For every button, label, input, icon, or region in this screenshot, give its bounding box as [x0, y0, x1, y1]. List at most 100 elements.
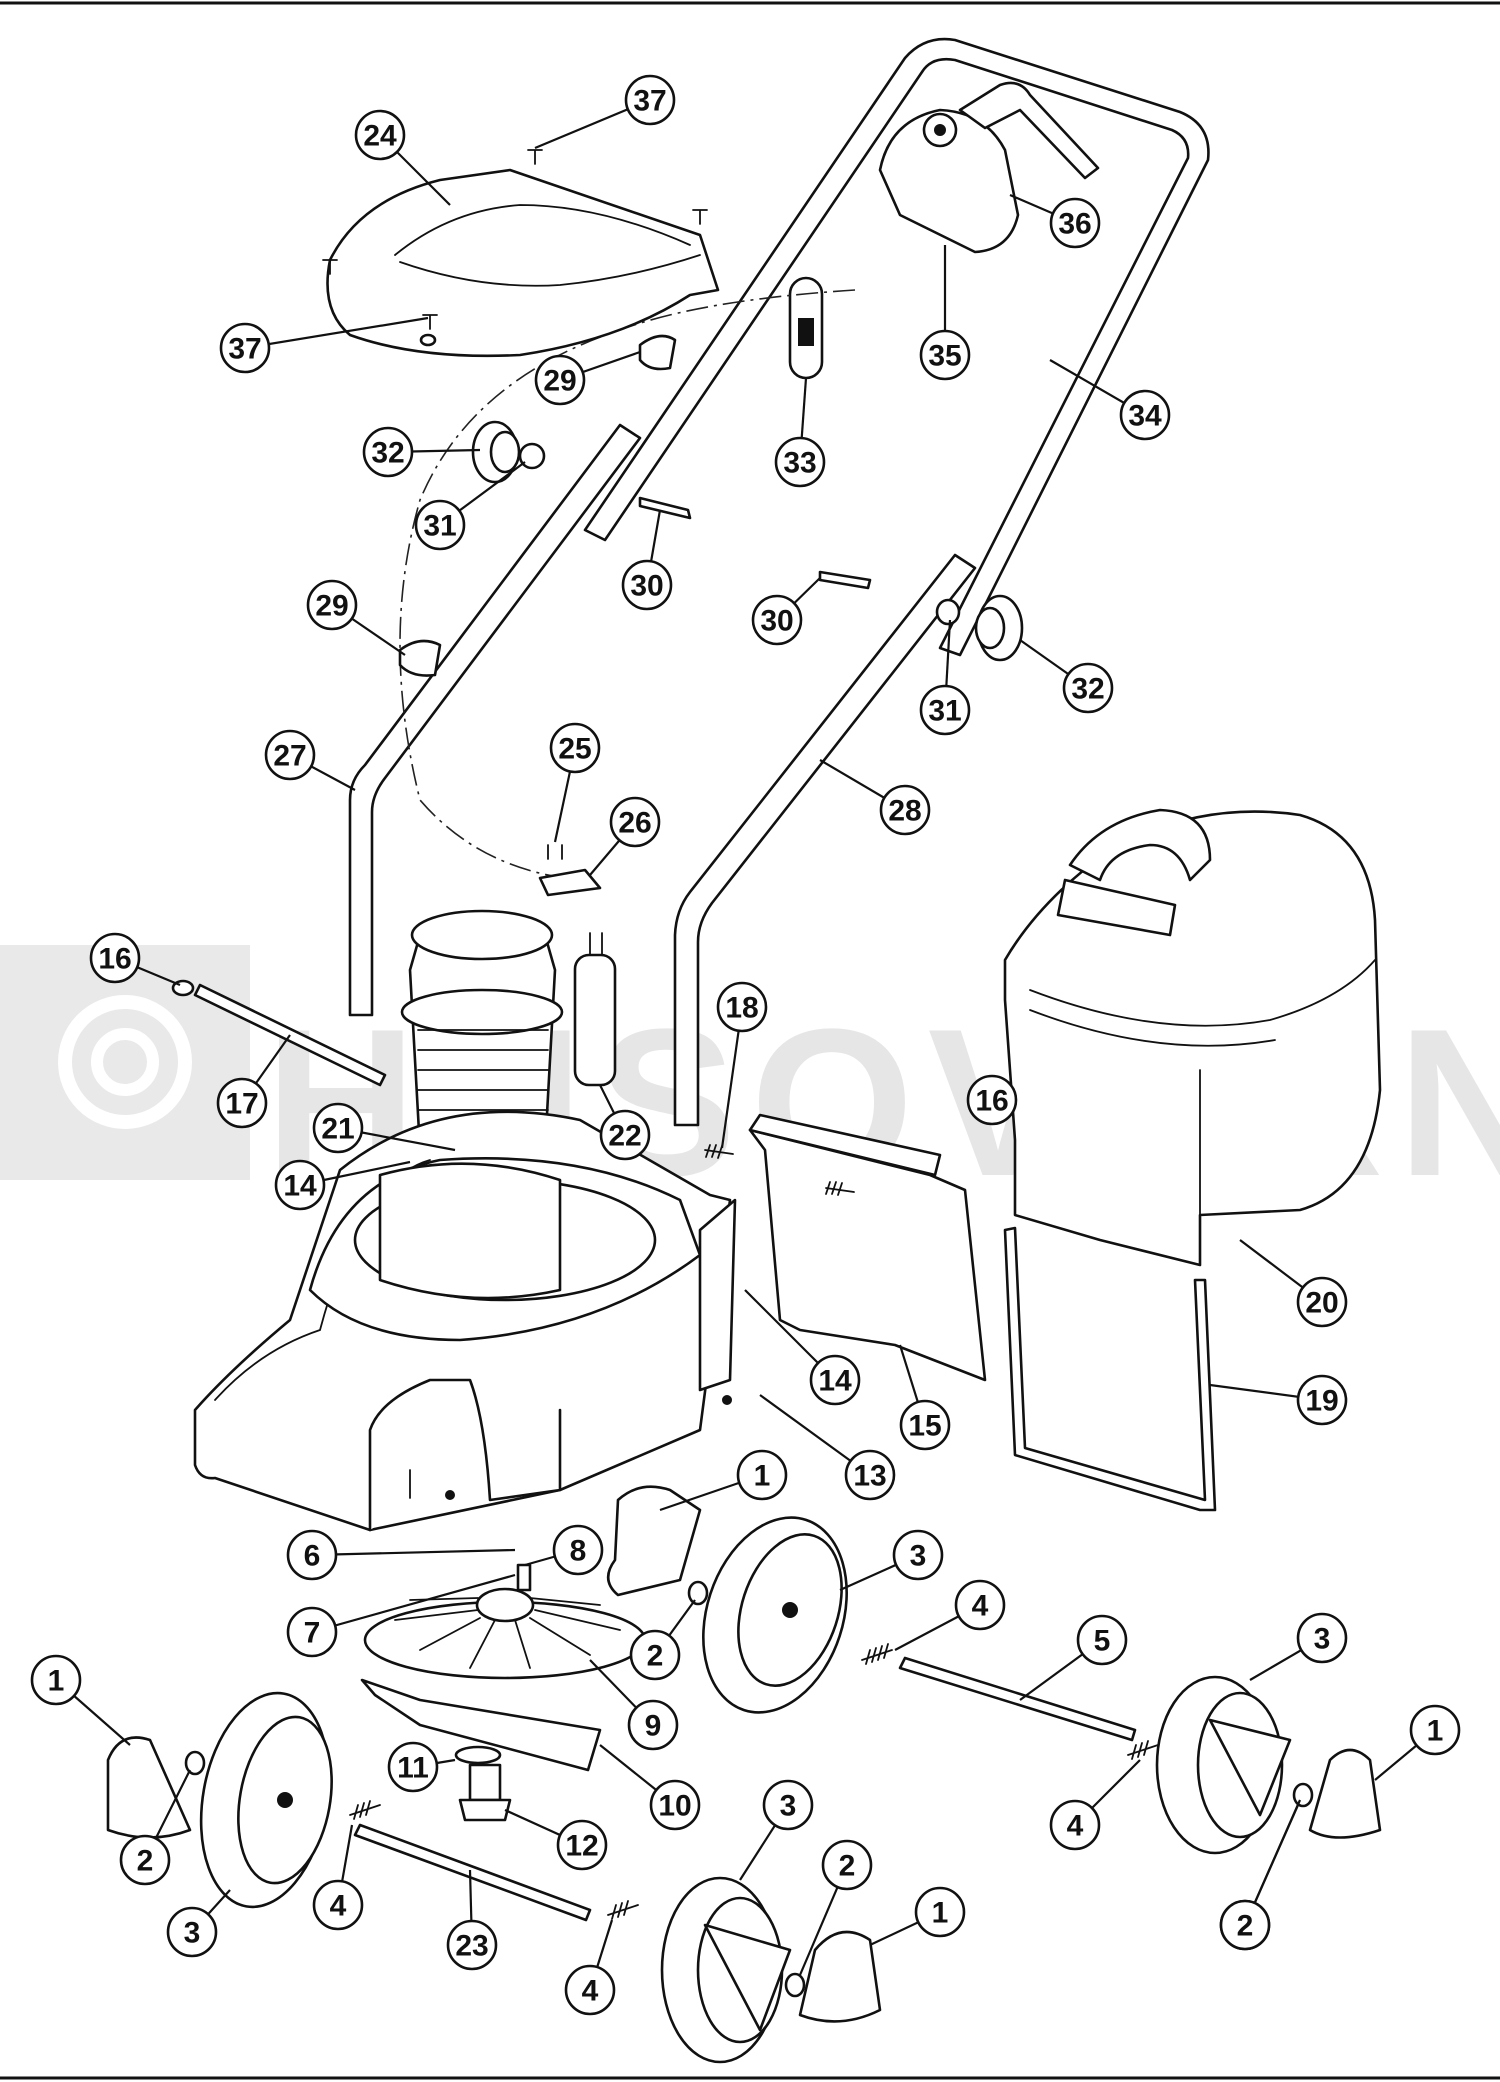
callout-1: 1: [736, 1449, 788, 1501]
callout-10: 10: [649, 1779, 701, 1831]
callout-3: 3: [166, 1906, 218, 1958]
cable-clip: [788, 276, 824, 380]
callout-circle: [219, 322, 271, 374]
handle-knob-left: [471, 420, 546, 484]
callout-circle: [564, 1964, 616, 2016]
callout-11: 11: [387, 1741, 439, 1793]
callout-17: 17: [216, 1077, 268, 1129]
leader-line-7: [311, 1573, 516, 1634]
callout-circle: [1296, 1276, 1348, 1328]
callout-circle: [1076, 1614, 1128, 1666]
callout-circle: [919, 329, 971, 381]
blade: [360, 1678, 602, 1772]
callout-number: 1: [932, 1897, 949, 1930]
callout-circle: [362, 426, 414, 478]
callout-4: 4: [564, 1964, 616, 2016]
callout-14: 14: [274, 1159, 326, 1211]
wheel-d: [660, 1876, 792, 2064]
callout-5: 5: [1076, 1614, 1128, 1666]
callout-circle: [774, 436, 826, 488]
callout-number: 7: [304, 1617, 321, 1650]
callout-number: 33: [783, 447, 816, 480]
capacitor: [573, 932, 617, 1087]
callout-number: 12: [565, 1830, 598, 1863]
callout-circle: [762, 1779, 814, 1831]
callout-circle: [751, 594, 803, 646]
callout-number: 2: [137, 1845, 154, 1878]
callout-circle: [919, 684, 971, 736]
callout-circle: [119, 1834, 171, 1886]
callout-number: 6: [304, 1540, 321, 1573]
callout-number: 22: [608, 1120, 641, 1153]
callout-number: 32: [1071, 673, 1104, 706]
callout-number: 37: [633, 85, 666, 118]
callout-number: 16: [975, 1085, 1008, 1118]
callout-circle: [387, 1741, 439, 1793]
callout-number: 32: [371, 437, 404, 470]
callout-number: 37: [228, 333, 261, 366]
callout-number: 31: [423, 510, 456, 543]
motor-cover: [326, 168, 720, 358]
callout-number: 3: [910, 1540, 927, 1573]
callout-number: 21: [321, 1113, 354, 1146]
callout-circle: [624, 74, 676, 126]
callout-28: 28: [879, 784, 931, 836]
callout-circle: [549, 722, 601, 774]
callout-32: 32: [362, 426, 414, 478]
wheel-b: [1155, 1675, 1292, 1855]
callout-24: 24: [354, 109, 406, 161]
callout-number: 25: [558, 733, 591, 766]
callout-number: 9: [645, 1710, 662, 1743]
callout-circle: [1296, 1374, 1348, 1426]
callout-33: 33: [774, 436, 826, 488]
callout-circle: [954, 1579, 1006, 1631]
callout-circle: [1049, 1799, 1101, 1851]
callout-circle: [821, 1839, 873, 1891]
callout-number: 1: [1427, 1715, 1444, 1748]
callout-number: 30: [630, 570, 663, 603]
cable-clamp: [538, 844, 602, 897]
callout-34: 34: [1119, 389, 1171, 441]
callout-circle: [736, 1449, 788, 1501]
callout-circle: [627, 1699, 679, 1751]
callout-circle: [286, 1529, 338, 1581]
flap-spring: [704, 1144, 855, 1196]
callout-circle: [30, 1654, 82, 1706]
callout-number: 16: [98, 943, 131, 976]
hubcap: [106, 1485, 1382, 2023]
callout-circle: [264, 729, 316, 781]
screw-37: [322, 149, 708, 330]
right-lower-handle: [673, 553, 977, 1127]
callout-13: 13: [844, 1449, 896, 1501]
bolt-30: [638, 496, 872, 590]
callout-circle: [166, 1906, 218, 1958]
callout-32: 32: [1062, 662, 1114, 714]
callout-number: 28: [888, 795, 921, 828]
callout-36: 36: [1049, 197, 1101, 249]
callout-16: 16: [966, 1074, 1018, 1126]
callout-circle: [286, 1606, 338, 1658]
callout-12: 12: [556, 1819, 608, 1871]
callout-circle: [274, 1159, 326, 1211]
callout-circle: [446, 1919, 498, 1971]
callout-circle: [899, 1399, 951, 1451]
callout-2: 2: [629, 1629, 681, 1681]
callout-30: 30: [751, 594, 803, 646]
watermark-logo: [0, 945, 250, 1180]
callout-number: 2: [1237, 1910, 1254, 1943]
callout-number: 4: [582, 1975, 599, 2008]
callout-number: 11: [397, 1752, 429, 1785]
callout-circle: [216, 1077, 268, 1129]
fan: [363, 1587, 647, 1680]
axle-spring: [349, 1643, 1159, 1920]
callout-30: 30: [621, 559, 673, 611]
callout-2: 2: [119, 1834, 171, 1886]
front-axle-rod-2: [353, 1823, 592, 1922]
handle-knob-right: [935, 594, 1024, 662]
callout-circle: [1119, 389, 1171, 441]
callout-7: 7: [286, 1606, 338, 1658]
callout-18: 18: [716, 981, 768, 1033]
callout-number: 13: [853, 1460, 886, 1493]
